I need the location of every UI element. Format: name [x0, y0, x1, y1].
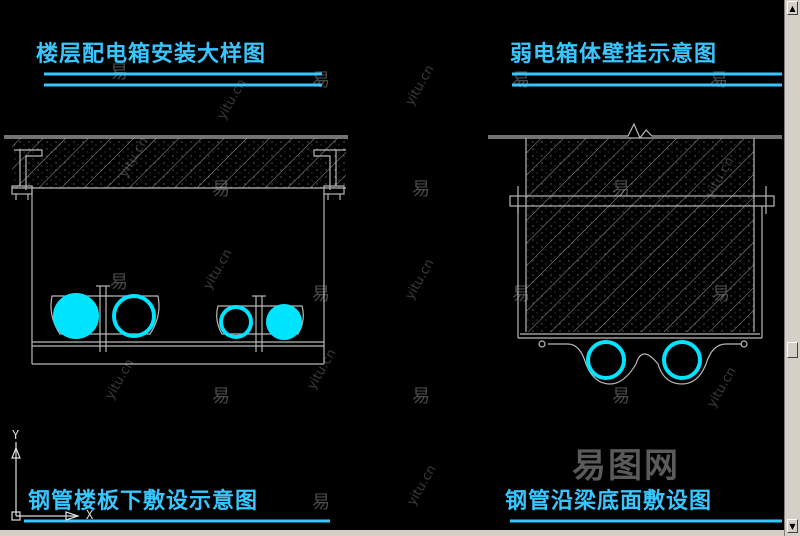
ucs-icon — [11, 442, 80, 521]
title-top-right: 弱电箱体壁挂示意图 — [510, 42, 718, 67]
right-detail — [488, 122, 782, 385]
left-detail — [4, 135, 348, 365]
right-pipes — [586, 340, 702, 380]
status-bar — [0, 530, 784, 536]
ucs-y-label: Y — [12, 428, 20, 442]
title-top-left: 楼层配电箱安装大样图 — [36, 42, 267, 67]
left-pipes — [53, 293, 302, 340]
scroll-thumb[interactable] — [787, 342, 798, 358]
brand-watermark: 易图网 — [572, 446, 680, 486]
scroll-down-icon[interactable]: ▼ — [787, 519, 798, 533]
ucs-x-label: X — [86, 508, 94, 522]
title-bottom-right: 钢管沿梁底面敷设图 — [505, 489, 713, 514]
vertical-scrollbar[interactable]: ▲ ▼ — [784, 0, 800, 536]
title-bottom-left: 钢管楼板下敷设示意图 — [28, 489, 259, 514]
scroll-up-icon[interactable]: ▲ — [787, 1, 798, 15]
title-underlines — [24, 72, 782, 523]
